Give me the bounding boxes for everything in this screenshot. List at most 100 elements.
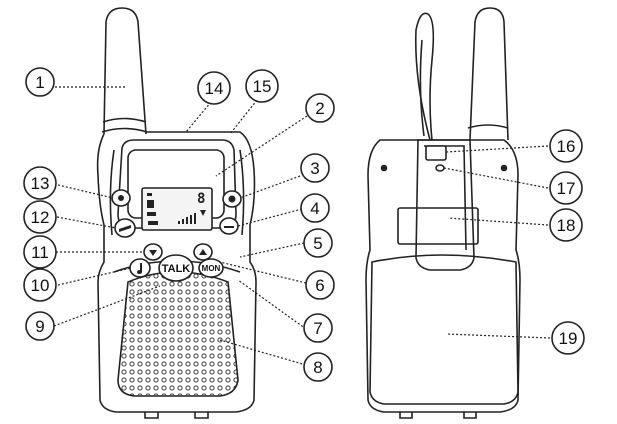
lcd-indicator-top xyxy=(147,193,152,196)
leader-18 xyxy=(447,217,549,226)
front-body-left-ridge xyxy=(109,149,115,236)
callout-14: 14 xyxy=(197,71,231,105)
svg-text:1: 1 xyxy=(35,73,44,92)
antenna-collar-lower xyxy=(101,127,148,133)
lcd-signal-bar-2 xyxy=(182,219,184,224)
leader-lines xyxy=(53,86,551,366)
svg-text:6: 6 xyxy=(315,276,324,295)
leader-10 xyxy=(57,267,132,286)
svg-text:3: 3 xyxy=(310,159,319,178)
callout-10: 10 xyxy=(23,268,57,302)
callout-7: 7 xyxy=(303,313,333,343)
lamp-icon xyxy=(118,195,124,201)
leader-8 xyxy=(219,339,307,366)
lcd-signal-bar-5 xyxy=(194,213,196,224)
leader-16 xyxy=(445,145,549,153)
svg-text:9: 9 xyxy=(35,317,44,336)
clip-screw xyxy=(435,164,445,172)
callout-2: 2 xyxy=(305,93,335,123)
lcd-indicator-left xyxy=(147,200,154,208)
svg-text:8: 8 xyxy=(313,358,322,377)
leader-14 xyxy=(185,101,212,133)
front-view xyxy=(96,7,257,419)
front-body-right-ridge xyxy=(239,149,245,236)
down-arrow-icon xyxy=(149,250,157,256)
antenna-collar xyxy=(102,117,147,123)
lcd-contents: 8 xyxy=(147,191,206,225)
up-arrow-icon xyxy=(199,249,207,255)
front-foot-left xyxy=(144,412,159,419)
mon-button[interactable] xyxy=(198,258,224,278)
svg-text:18: 18 xyxy=(557,216,576,235)
callout-5: 5 xyxy=(303,228,333,258)
antenna xyxy=(103,7,147,135)
callout-9: 9 xyxy=(25,311,55,341)
lcd-indicator-lower xyxy=(147,212,156,216)
callout-19: 19 xyxy=(551,321,585,355)
lanyard-inner xyxy=(419,39,425,137)
leader-3 xyxy=(239,175,301,199)
clip-latch xyxy=(425,145,447,161)
callout-11: 11 xyxy=(23,235,57,269)
lcd-battery-icon xyxy=(148,221,158,225)
leader-17 xyxy=(443,167,549,189)
back-antenna-collar xyxy=(467,124,509,129)
svg-text:16: 16 xyxy=(557,137,576,156)
callouts: 1 2 3 4 5 6 7 8 9 10 11 12 13 14 15 16 1… xyxy=(23,67,585,382)
leader-2 xyxy=(215,115,308,177)
callout-17: 17 xyxy=(549,171,583,205)
svg-text:10: 10 xyxy=(31,276,50,295)
leader-4 xyxy=(237,208,303,227)
callout-4: 4 xyxy=(300,193,330,223)
callout-8: 8 xyxy=(303,352,333,382)
back-body xyxy=(365,139,521,413)
callout-18: 18 xyxy=(549,208,583,242)
lcd-signal-bar-1 xyxy=(178,221,180,224)
svg-text:19: 19 xyxy=(559,329,578,348)
mon-label: MON xyxy=(202,264,221,273)
leader-7 xyxy=(237,279,307,330)
svg-text:15: 15 xyxy=(253,77,272,96)
lcd-signal-bar-3 xyxy=(186,217,188,224)
svg-text:5: 5 xyxy=(313,234,322,253)
belt-clip-inner xyxy=(424,145,467,251)
callout-1: 1 xyxy=(25,67,55,97)
leader-12 xyxy=(56,216,117,229)
menu-icon xyxy=(224,226,234,228)
power-icon xyxy=(228,195,236,203)
svg-text:7: 7 xyxy=(313,319,322,338)
svg-text:12: 12 xyxy=(31,208,50,227)
leader-13 xyxy=(57,184,114,199)
svg-text:14: 14 xyxy=(205,79,224,98)
leader-6 xyxy=(219,261,307,284)
leader-15 xyxy=(229,99,258,135)
callout-15: 15 xyxy=(245,69,279,103)
callout-12: 12 xyxy=(23,200,57,234)
leader-9 xyxy=(53,285,161,327)
lcd-antenna-icon xyxy=(200,210,206,216)
battery-cover xyxy=(369,254,519,405)
back-mark-right xyxy=(500,164,508,172)
back-panel-recess xyxy=(397,207,479,245)
front-button-glyphs: TALK MON xyxy=(118,195,236,275)
belt-clip xyxy=(415,139,475,271)
callout-6: 6 xyxy=(305,270,335,300)
back-view xyxy=(365,7,521,419)
svg-text:17: 17 xyxy=(557,179,576,198)
svg-text:4: 4 xyxy=(310,199,319,218)
leader-19 xyxy=(445,333,551,339)
lcd-channel-digit: 8 xyxy=(197,191,205,207)
front-foot-right xyxy=(194,412,209,419)
talk-button[interactable] xyxy=(158,254,194,282)
talk-label: TALK xyxy=(162,263,191,275)
back-mark-left xyxy=(380,164,388,172)
call-note-icon xyxy=(137,263,142,274)
callout-16: 16 xyxy=(549,129,583,163)
speaker-grille xyxy=(117,271,239,397)
lanyard xyxy=(414,12,435,141)
back-foot-left xyxy=(399,412,413,419)
scan-icon xyxy=(119,225,131,232)
back-antenna xyxy=(469,7,509,141)
callout-13: 13 xyxy=(23,166,57,200)
